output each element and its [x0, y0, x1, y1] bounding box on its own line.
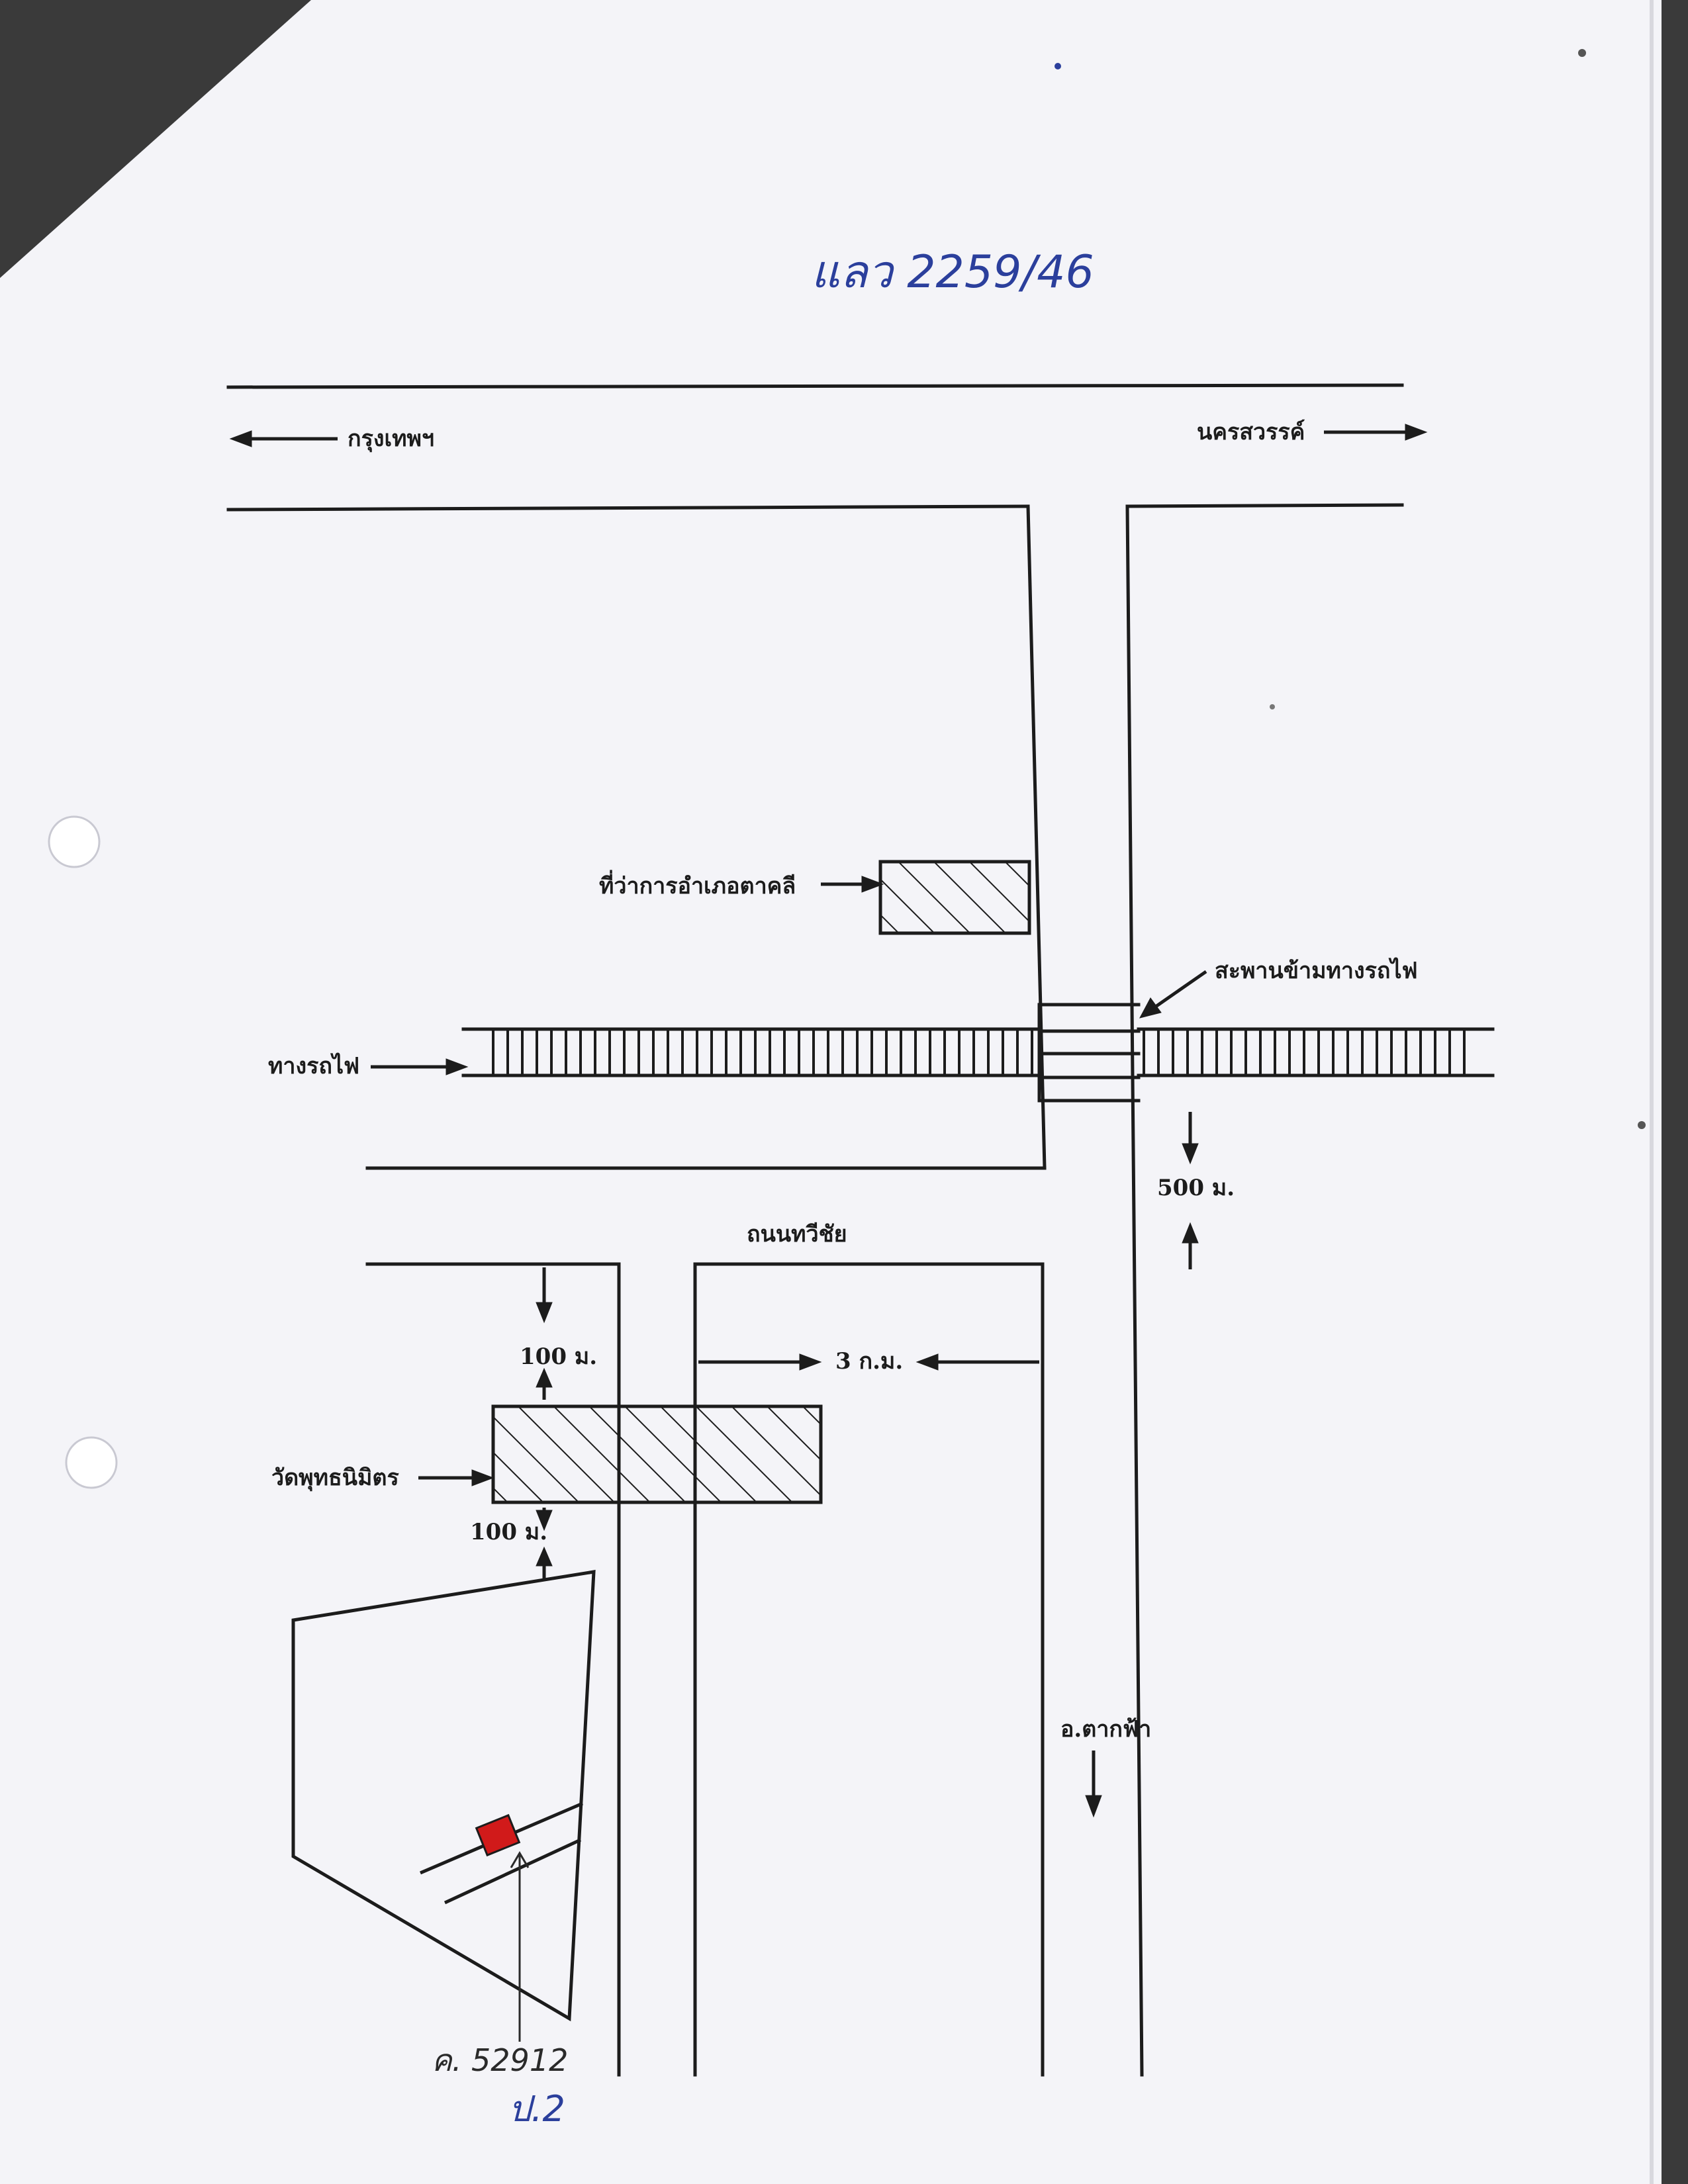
arrow-3km-left-head: [799, 1353, 822, 1371]
parcel-red-marker: [475, 1813, 521, 1857]
label-temple: วัดพุทธนิมิตร: [271, 1465, 399, 1491]
punch-hole: [65, 1436, 118, 1489]
label-dist-500: 500 ม.: [1157, 1175, 1235, 1201]
arrow-district-office-head: [861, 876, 884, 893]
handwritten-initials: ป.2: [508, 2088, 565, 2130]
punch-hole: [48, 815, 101, 868]
scan-speck: [1578, 49, 1586, 57]
label-road-name: ถนนทวีชัย: [747, 1221, 847, 1248]
label-to-bangkok: กรุงเทพฯ: [348, 426, 434, 452]
handwritten-reference: แลว 2259/46: [811, 246, 1094, 298]
arrow-500m-down-head: [1182, 1143, 1199, 1165]
scan-speck: [1055, 63, 1061, 69]
district-office-block: [878, 860, 1031, 935]
arrow-to-bangkok-head: [229, 430, 252, 447]
land-parcel-outline: [291, 1570, 596, 2022]
label-overpass: สะพานข้ามทางรถไฟ: [1215, 958, 1418, 984]
arrow-100m-top-down-head: [536, 1302, 553, 1324]
label-to-nakhon-sawan: นครสวรรค์: [1197, 419, 1305, 445]
scan-speck: [1638, 1121, 1646, 1129]
highway-top-edge: [226, 383, 1404, 389]
arrow-overpass: [1150, 970, 1207, 1011]
arrow-overpass-head: [1139, 997, 1162, 1019]
main-road-left-edge-upper: [1026, 504, 1047, 1170]
arrow-temple-head: [471, 1469, 494, 1486]
arrow-to-nakhon-sawan-head: [1405, 424, 1428, 441]
label-to-tak-fa: อ.ตากฟ้า: [1060, 1716, 1152, 1743]
arrow-to-tak-fa-head: [1085, 1795, 1102, 1818]
highway-bottom-edge-right: [1125, 503, 1404, 508]
arrow-100m-top-up-head: [536, 1367, 553, 1388]
arrow-railway-head: [445, 1058, 469, 1075]
main-road-right-edge: [1125, 504, 1144, 2077]
railway-ties: [492, 1029, 1466, 1075]
label-dist-3km: 3 ก.ม.: [835, 1348, 904, 1375]
temple-block: [491, 1404, 823, 1504]
arrow-100m-bottom-down-head: [536, 1510, 553, 1531]
arrow-3km-right-head: [915, 1353, 939, 1371]
parcel-pointer-head: [510, 1851, 530, 1868]
arrow-500m-up-head: [1182, 1222, 1199, 1244]
label-district-office: ที่ว่าการอำเภอตาคลี: [599, 873, 796, 899]
label-dist-100-top: 100 ม.: [520, 1343, 598, 1370]
scan-speck: [1270, 704, 1275, 709]
arrow-100m-bottom-up-head: [536, 1546, 553, 1567]
label-railway: ทางรถไฟ: [268, 1053, 360, 1079]
label-dist-100-bottom: 100 ม.: [470, 1519, 548, 1545]
handwritten-parcel-number: ค. 52912: [432, 2042, 569, 2078]
parcel-lane-edge: [444, 1838, 582, 1905]
highway-bottom-edge-left: [226, 504, 1030, 512]
